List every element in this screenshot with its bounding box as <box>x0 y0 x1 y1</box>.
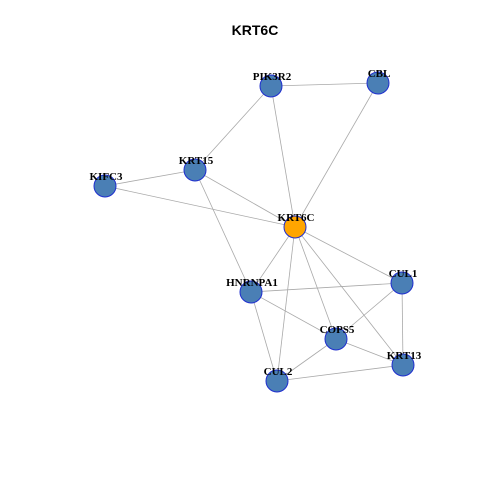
node-label-cul2: CUL2 <box>264 366 293 378</box>
node-kifc3: KIFC3 <box>90 171 124 198</box>
edge-cops5-cul2 <box>276 338 337 382</box>
edge-hnrnpa1-cops5 <box>250 291 337 340</box>
node-circle-cops5 <box>324 327 348 351</box>
node-label-cbl: CBL <box>368 68 391 80</box>
node-circle-hnrnpa1 <box>239 280 263 304</box>
node-cul2: CUL2 <box>264 366 293 393</box>
node-cul1: CUL1 <box>389 268 418 295</box>
node-circle-krt15 <box>183 158 207 182</box>
edge-hnrnpa1-cul1 <box>250 282 403 293</box>
node-krt6c: KRT6C <box>278 212 315 239</box>
edges-layer <box>104 82 404 382</box>
node-circle-pik3r2 <box>259 74 283 98</box>
edge-pik3r2-krt6c <box>270 85 296 228</box>
node-label-cul1: CUL1 <box>389 268 418 280</box>
edge-krt15-hnrnpa1 <box>194 169 252 293</box>
edge-cul1-cops5 <box>335 282 403 340</box>
node-krt13: KRT13 <box>387 350 422 377</box>
node-label-krt15: KRT15 <box>179 155 214 167</box>
node-krt15: KRT15 <box>179 155 214 182</box>
node-circle-cul1 <box>390 271 414 295</box>
node-label-krt13: KRT13 <box>387 350 422 362</box>
node-circle-cbl <box>366 71 390 95</box>
node-label-kifc3: KIFC3 <box>90 171 124 183</box>
edge-cul2-krt13 <box>276 364 404 382</box>
edge-cbl-krt6c <box>294 82 379 228</box>
edge-krt15-kifc3 <box>104 169 196 187</box>
edge-cops5-krt13 <box>335 338 404 366</box>
edge-pik3r2-cbl <box>270 82 379 87</box>
node-label-hnrnpa1: HNRNPA1 <box>226 277 278 289</box>
edge-pik3r2-krt15 <box>194 85 272 171</box>
node-cops5: COPS5 <box>320 324 355 351</box>
edge-krt15-krt6c <box>194 169 296 228</box>
node-cbl: CBL <box>366 68 391 95</box>
edge-hnrnpa1-cul2 <box>250 291 278 382</box>
node-circle-krt6c <box>283 215 307 239</box>
edge-krt6c-krt13 <box>294 226 404 366</box>
node-circle-kifc3 <box>93 174 117 198</box>
node-label-krt6c: KRT6C <box>278 212 315 224</box>
node-label-cops5: COPS5 <box>320 324 355 336</box>
node-hnrnpa1: HNRNPA1 <box>226 277 278 304</box>
edge-krt6c-cops5 <box>294 226 337 340</box>
node-circle-krt13 <box>391 353 415 377</box>
graph-title: KRT6C <box>232 22 279 38</box>
edge-kifc3-krt6c <box>104 185 296 228</box>
edge-krt6c-hnrnpa1 <box>250 226 296 293</box>
edge-cul1-krt13 <box>401 282 404 366</box>
edge-krt6c-cul2 <box>276 226 296 382</box>
node-circle-cul2 <box>265 369 289 393</box>
node-pik3r2: PIK3R2 <box>253 71 292 98</box>
edge-krt6c-cul1 <box>294 226 403 284</box>
node-label-pik3r2: PIK3R2 <box>253 71 292 83</box>
